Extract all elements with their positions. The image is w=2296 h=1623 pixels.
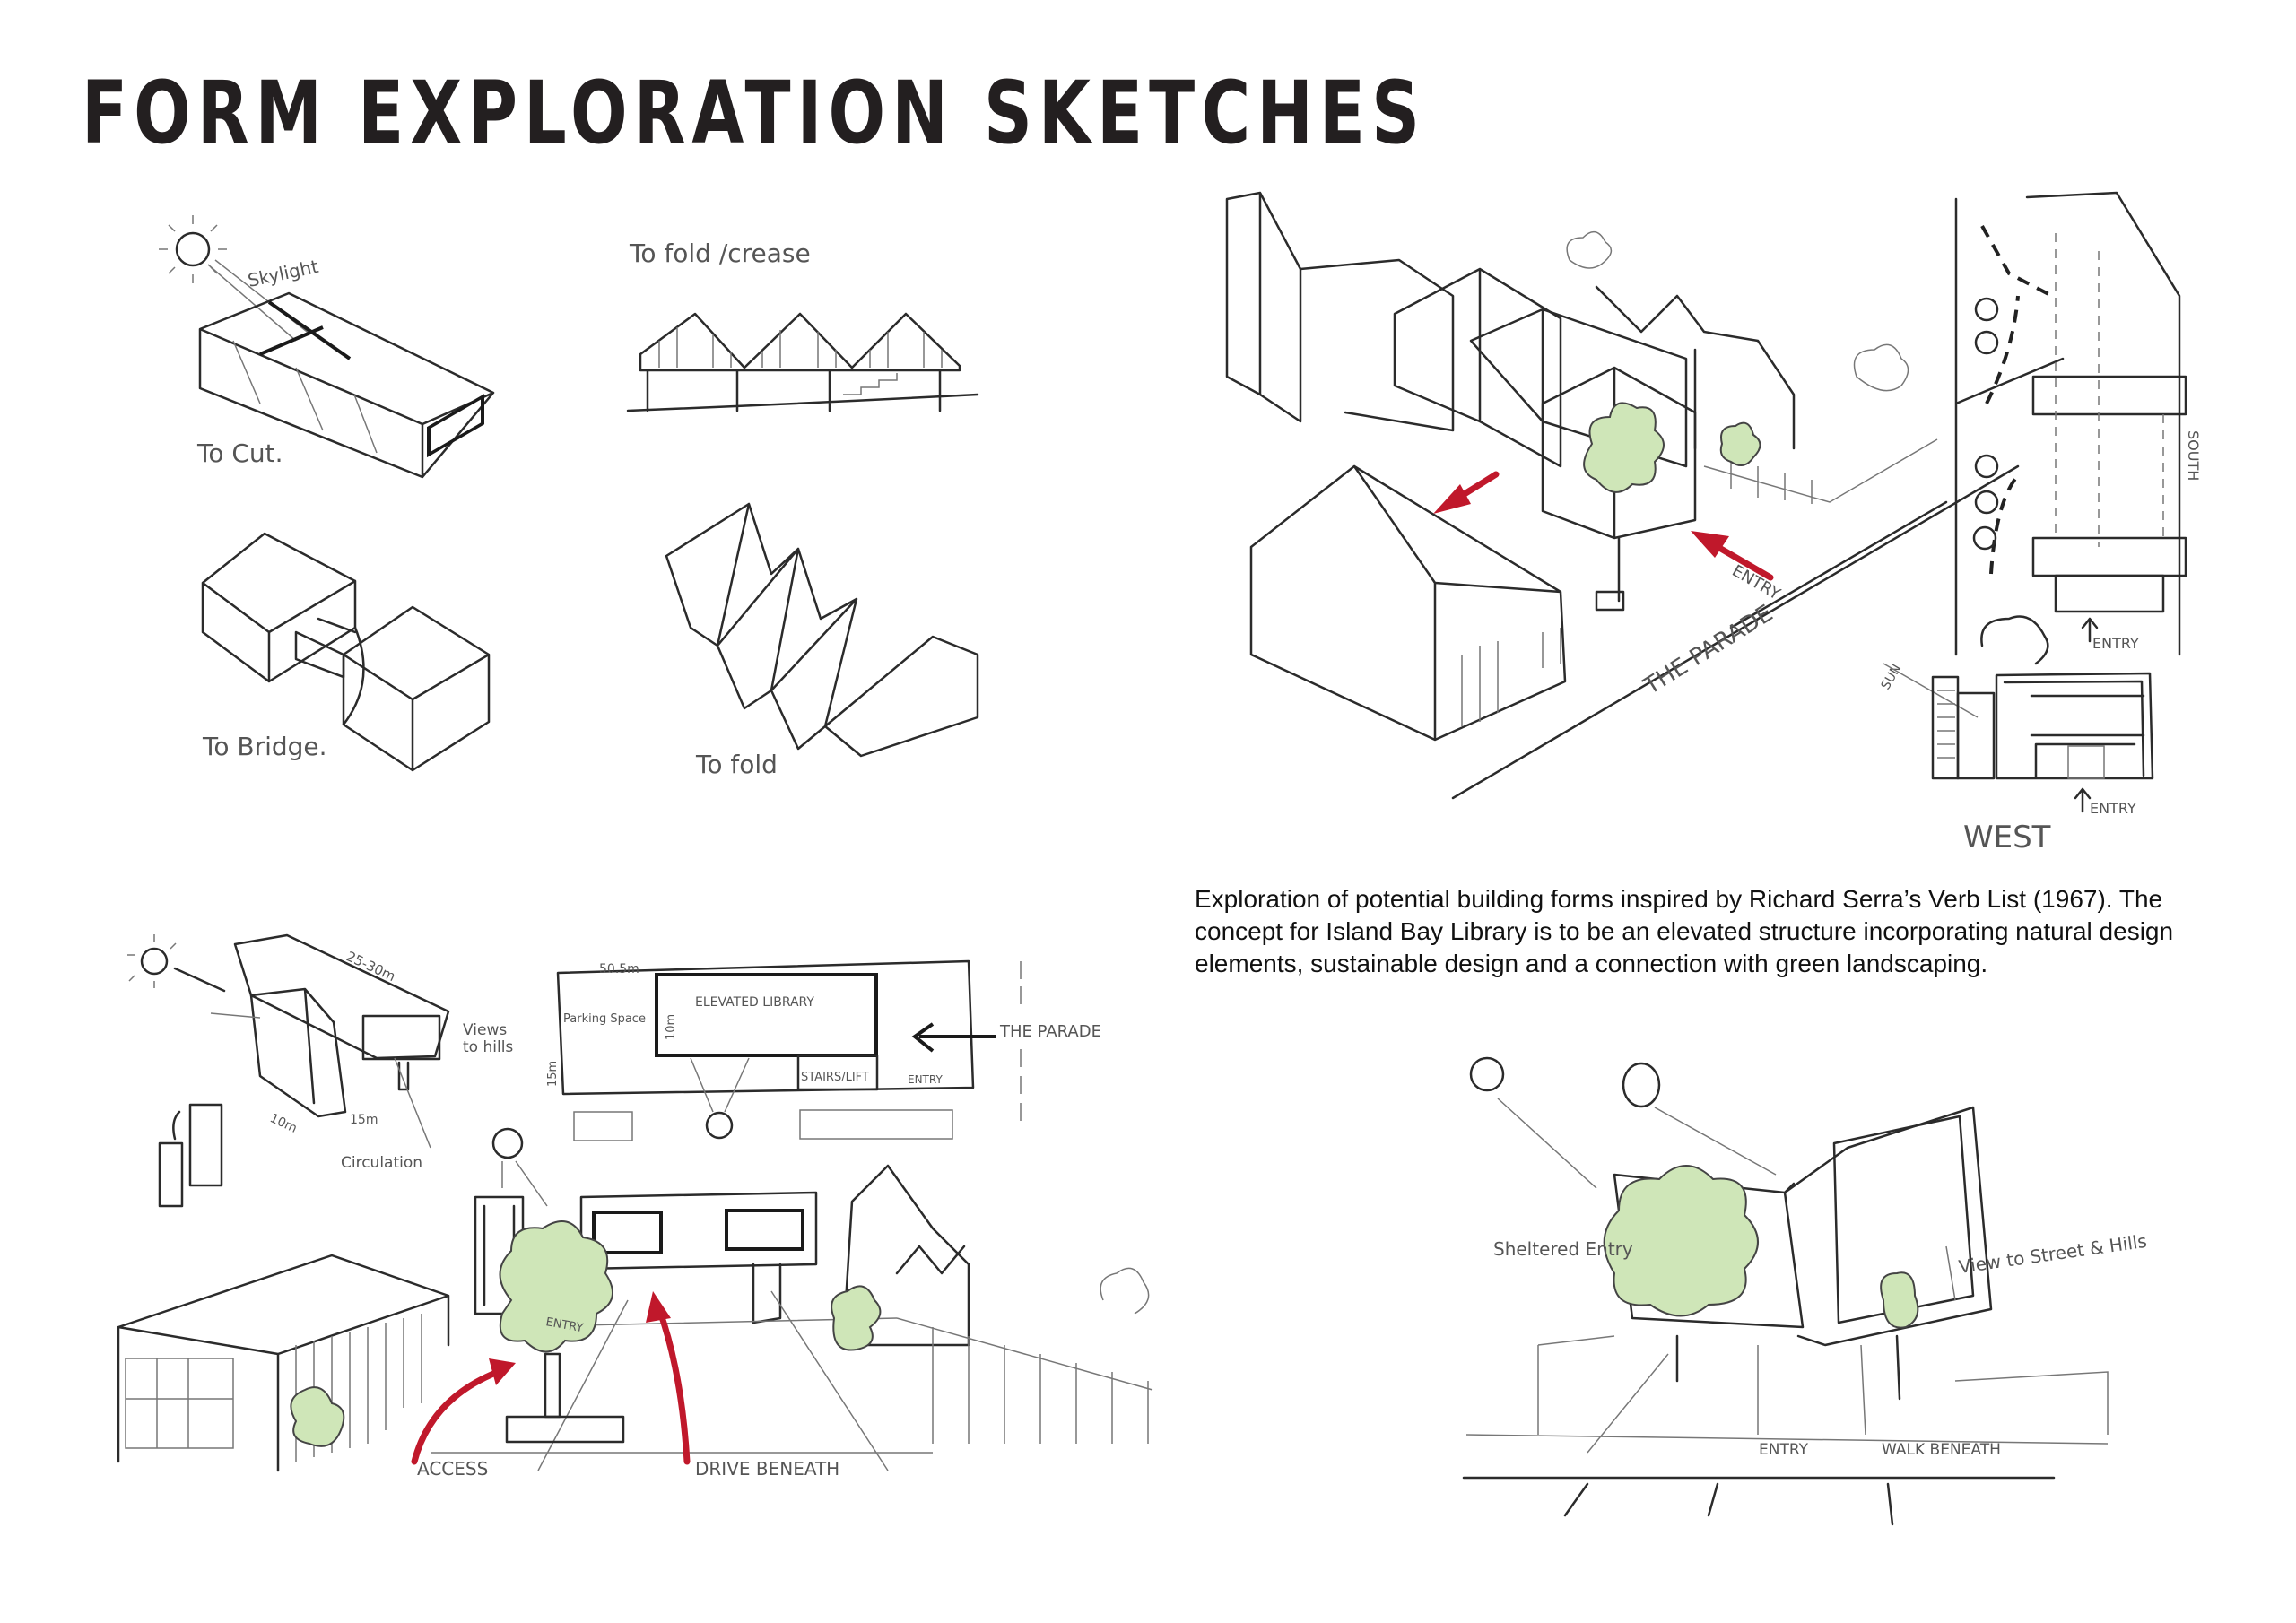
project-description: Exploration of potential building forms … <box>1195 883 2253 980</box>
stairs-lift-label: STAIRS/LIFT <box>801 1071 869 1084</box>
entry-label: ENTRY <box>1759 1441 1809 1459</box>
sheltered-entry-label: Sheltered Entry <box>1493 1238 1633 1260</box>
drive-beneath-label: DRIVE BENEATH <box>695 1458 839 1480</box>
sketch-to-fold: To fold <box>665 502 979 779</box>
site-perspective-sketch: ENTRY THE PARADE <box>1225 191 2020 800</box>
west-elevation-sketch: SUN ENTRY WEST <box>1879 662 2154 855</box>
street-entry-label: ENTRY <box>544 1315 584 1335</box>
library-depth-dimension: 10m <box>665 1014 678 1040</box>
plan-width-dimension: 50.5m <box>599 962 639 976</box>
plan-entry-label: ENTRY <box>908 1073 943 1086</box>
to-bridge-label: To Bridge. <box>202 732 327 761</box>
sun-icon <box>159 215 227 283</box>
street-perspective-sketch: ENTRY ACCESS DRIVE BENEATH <box>117 1127 1153 1480</box>
to-fold-crease-label: To fold /crease <box>629 239 811 268</box>
walk-beneath-label: WALK BENEATH <box>1882 1441 2001 1459</box>
sketch-to-fold-crease: To fold /crease <box>626 239 979 412</box>
entry-perspective-sketch: Sheltered Entry View to Street & Hills E… <box>1462 1056 2148 1526</box>
plan-diagram-sketch: 50.5m 15m 10m ELEVATED LIBRARY Parking S… <box>546 959 1101 1141</box>
to-fold-label: To fold <box>695 750 778 779</box>
to-cut-label: To Cut. <box>196 438 283 468</box>
massing-sketch: 25-30m 10m 15m Circulation <box>127 933 450 1208</box>
view-label: View to Street & Hills <box>1957 1230 2148 1278</box>
width-dimension: 10m <box>267 1111 299 1136</box>
sun-icon <box>491 1127 524 1159</box>
length-dimension: 25-30m <box>344 948 397 985</box>
sun-label: SUN <box>1879 662 1905 692</box>
page-title: FORM EXPLORATION SKETCHES <box>82 63 1427 163</box>
sketch-to-cut: Skylight To Cut. <box>159 215 495 479</box>
shrub-icons <box>1972 297 2049 665</box>
south-label: SOUTH <box>2185 430 2202 481</box>
access-label: ACCESS <box>417 1458 488 1480</box>
depth-dimension: 15m <box>350 1113 378 1127</box>
description-text: Exploration of potential building forms … <box>1195 885 2174 977</box>
skylight-label: Skylight <box>246 256 320 291</box>
plan-entry-label: ENTRY <box>2092 635 2139 652</box>
sun-icon <box>1622 1062 1661 1108</box>
sun-icon <box>1469 1056 1505 1092</box>
parking-label: Parking Space <box>563 1012 646 1026</box>
west-label: WEST <box>1963 820 2051 855</box>
circulation-label: Circulation <box>341 1154 422 1172</box>
views-label: Views to hills <box>463 1021 514 1056</box>
sketch-to-bridge: To Bridge. <box>201 532 491 772</box>
elevated-library-label: ELEVATED LIBRARY <box>695 995 814 1010</box>
plan-depth-dimension: 15m <box>546 1061 560 1087</box>
plan-street-label: THE PARADE <box>999 1022 1101 1041</box>
sun-icon <box>127 934 177 988</box>
elevation-entry-label: ENTRY <box>2090 800 2136 817</box>
the-parade-label: THE PARADE <box>1639 600 1778 700</box>
site-plan-sketch: SOUTH ENTRY <box>1954 191 2202 665</box>
